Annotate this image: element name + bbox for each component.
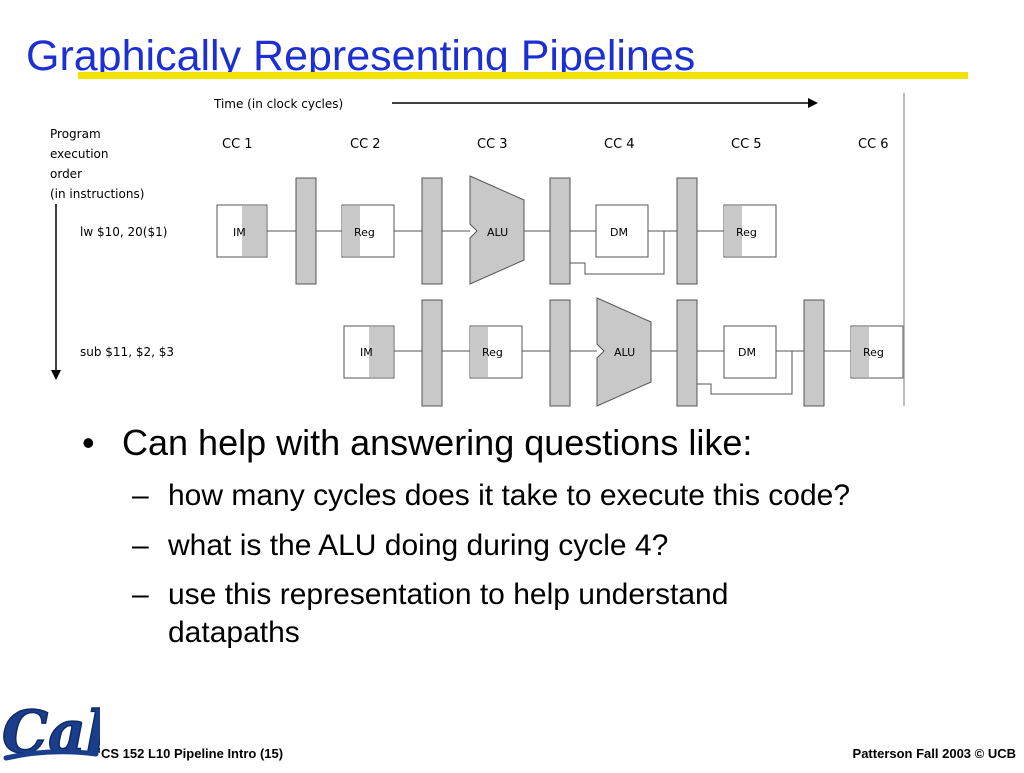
reg-label: Reg [354,226,375,239]
sub-bullet-text: what is the ALU doing during cycle 4? [168,528,669,562]
sub-bullet: – use this representation to help unders… [82,576,868,651]
cal-logo-swoosh [3,749,99,761]
reg-shade [470,327,488,377]
dash-icon: – [132,528,149,562]
sub-bullet-text: use this representation to help understa… [168,578,729,649]
cycle-label-6: CC 6 [858,137,889,152]
footer-copyright: Patterson Fall 2003 © UCB [852,746,1016,761]
time-label: Time (in clock cycles) [213,97,343,111]
reg-write-label: Reg [736,226,757,239]
dm-label: DM [610,226,628,239]
reg-shade [342,206,360,256]
footer-course: CS 152 L10 Pipeline Intro (15) [101,746,284,761]
order-label-4: (in instructions) [50,187,144,201]
order-arrow-head [51,370,61,380]
cycle-label-2: CC 2 [350,137,381,152]
sub-bullet: – how many cycles does it take to execut… [82,477,868,515]
cycle-label-4: CC 4 [604,137,635,152]
pipeline-register [549,177,571,285]
time-arrow-head [808,98,818,108]
bullet-dot-icon: • [82,422,95,463]
bullet-main: • Can help with answering questions like… [82,420,982,465]
sub-bullet: – what is the ALU doing during cycle 4? [82,527,868,565]
bullet-list: • Can help with answering questions like… [82,420,982,651]
instruction-label-sub: sub $11, $2, $3 [80,345,174,359]
order-label-2: execution [50,147,108,161]
alu-label: ALU [614,346,635,359]
alu-shape [469,175,525,285]
alu-label: ALU [487,226,508,239]
im-shade [369,327,393,377]
reg-write-shade [724,206,742,256]
dm-box [595,204,649,258]
pipeline-register [676,177,698,285]
cycle-label-5: CC 5 [731,137,762,152]
sub-bullet-text: how many cycles does it take to execute … [168,479,851,512]
instruction-label-lw: lw $10, 20($1) [80,225,167,239]
reg-write-label: Reg [863,346,884,359]
pipeline-register [549,299,571,407]
im-shade [242,206,266,256]
dash-icon: – [132,479,149,512]
pipeline-register [676,299,698,407]
reg-write-shade [851,327,869,377]
bullet-main-text: Can help with answering questions like: [122,422,753,463]
im-label: IM [360,346,373,359]
pipeline-diagram: Time (in clock cycles) Program execution… [40,88,910,408]
cycle-label-3: CC 3 [477,137,508,152]
pipeline-register [803,299,825,407]
order-label-3: order [50,167,82,181]
pipeline-register [421,177,443,285]
pipeline-register [295,177,317,285]
pipeline-register [421,299,443,407]
alu-shape [596,297,652,407]
dm-box [723,325,777,379]
dash-icon: – [132,578,149,611]
reg-label: Reg [482,346,503,359]
title-underline [78,72,968,79]
dm-label: DM [738,346,756,359]
cycle-label-1: CC 1 [222,137,253,152]
cal-logo-icon: Cal [0,690,108,768]
im-label: IM [233,226,246,239]
order-label-1: Program [50,127,101,141]
